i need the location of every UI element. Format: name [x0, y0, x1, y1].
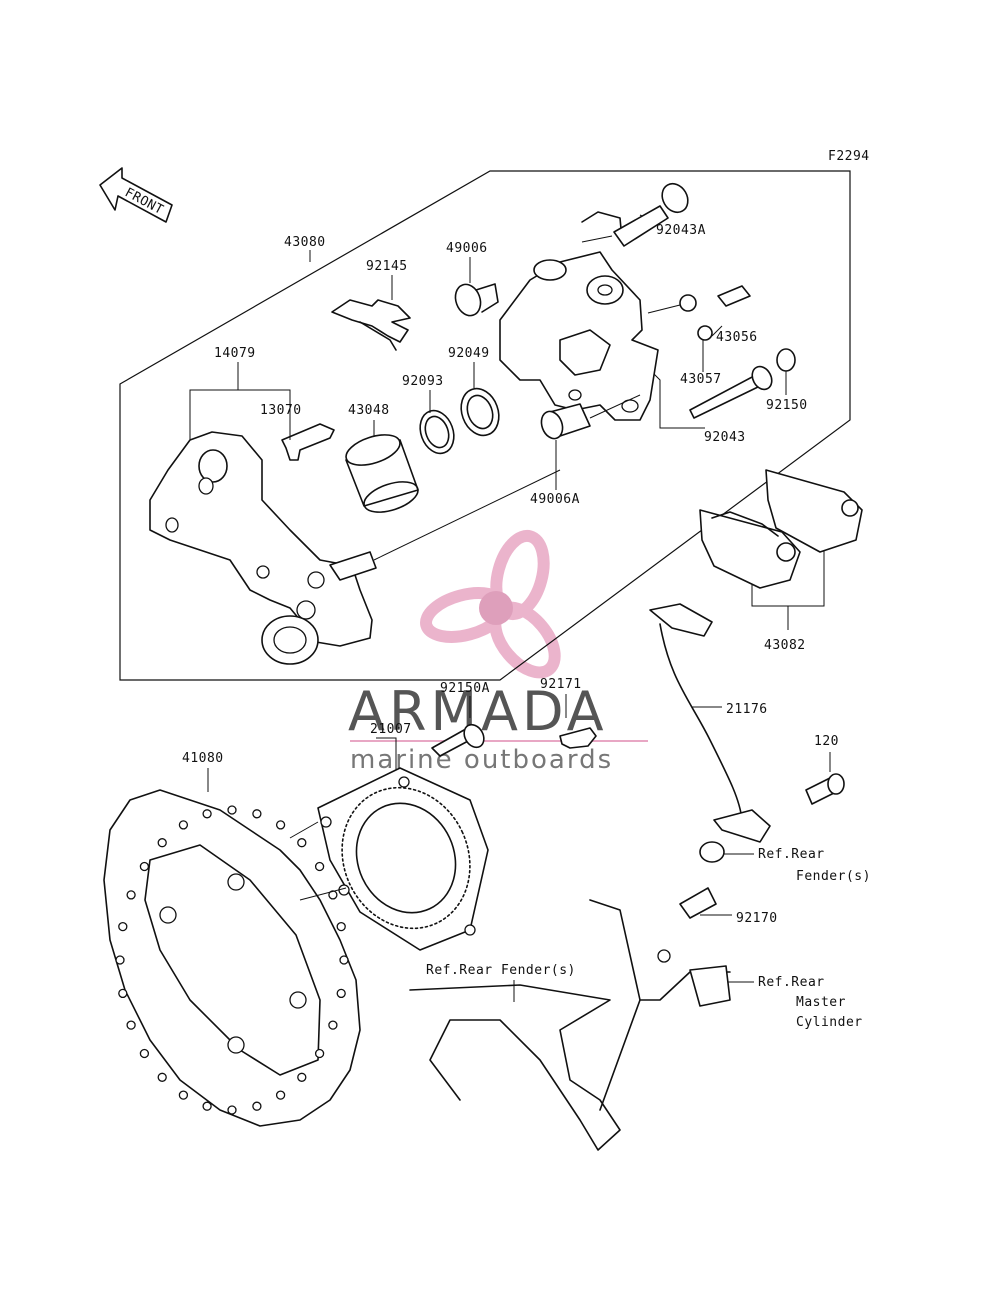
- pad-clip: [281, 423, 335, 461]
- label-92150A: 92150A: [440, 681, 490, 696]
- bolt-92150A: [431, 723, 485, 757]
- ref-master-cyl-label-1: Ref.Rear: [758, 975, 825, 990]
- disc-vent-hole: [139, 1048, 150, 1059]
- label-92145: 92145: [366, 259, 408, 274]
- disc-vent-hole: [202, 1101, 212, 1111]
- label-49006: 49006: [446, 241, 488, 256]
- bolt-120: [805, 773, 845, 805]
- disc-vent-hole: [126, 1020, 136, 1030]
- watermark-logo-icon: [420, 529, 561, 679]
- brake-pads: [699, 469, 863, 589]
- label-92043A: 92043A: [656, 223, 706, 238]
- piston: [345, 434, 419, 513]
- label-43056: 43056: [716, 330, 758, 345]
- disc-vent-hole: [336, 988, 346, 999]
- brake-disc-41080: [103, 789, 361, 1127]
- disc-vent-hole: [115, 955, 125, 965]
- ref-rear-fender-label-2: Fender(s): [796, 869, 871, 884]
- disc-vent-hole: [139, 861, 150, 872]
- bleeder-valve: [647, 285, 751, 341]
- ref-rear-fender-label-1: Ref.Rear: [758, 847, 825, 862]
- label-41080: 41080: [182, 751, 224, 766]
- disc-vent-hole: [126, 890, 136, 900]
- disc-vent-hole: [252, 1101, 262, 1111]
- ref-rear-fender-bottom: Ref.Rear Fender(s): [426, 963, 576, 978]
- caliper-bracket: [149, 431, 561, 665]
- disc-vent-hole: [336, 921, 346, 932]
- ref-master-cyl-label-2: Master: [796, 995, 846, 1010]
- label-49006A: 49006A: [530, 492, 580, 507]
- clamp-92171: [559, 727, 597, 749]
- disc-vent-hole: [157, 1072, 167, 1082]
- cap-92150: [776, 348, 796, 372]
- disc-vent-hole: [275, 820, 286, 830]
- disc-vent-hole: [227, 1105, 237, 1115]
- disc-holes: [115, 805, 349, 1115]
- label-43082: 43082: [764, 638, 806, 653]
- boot-49006: [454, 283, 499, 317]
- disc-vent-hole: [252, 809, 262, 819]
- disc-vent-hole: [227, 805, 237, 815]
- ref-master-cyl-label-3: Cylinder: [796, 1015, 863, 1030]
- fender-bracket: [409, 841, 731, 1151]
- label-92171: 92171: [540, 677, 582, 692]
- figure-id: F2294: [828, 149, 870, 164]
- disc-vent-hole: [328, 890, 338, 900]
- disc-vent-hole: [339, 955, 349, 965]
- piston-seal: [460, 387, 500, 437]
- label-92049: 92049: [448, 346, 490, 361]
- disc-vent-hole: [314, 1048, 325, 1059]
- sensor-rotor-21007: [317, 767, 489, 951]
- disc-vent-hole: [178, 1090, 189, 1100]
- label-21007: 21007: [370, 722, 412, 737]
- label-13070: 13070: [260, 403, 302, 418]
- watermark-tagline: marine outboards: [350, 745, 613, 775]
- label-92170: 92170: [736, 911, 778, 926]
- caliper-body: [499, 211, 659, 421]
- label-120: 120: [814, 734, 839, 749]
- label-43080: 43080: [284, 235, 326, 250]
- disc-vent-hole: [328, 1020, 338, 1030]
- disc-vent-hole: [118, 921, 128, 932]
- disc-vent-hole: [178, 820, 189, 830]
- front-arrow-icon: FRONT: [99, 167, 173, 223]
- pin-92043: [689, 365, 773, 419]
- label-43048: 43048: [348, 403, 390, 418]
- pad-spring-clip: [331, 299, 411, 351]
- label-92150: 92150: [766, 398, 808, 413]
- disc-vent-hole: [202, 809, 212, 819]
- label-21176: 21176: [726, 702, 768, 717]
- label-92093: 92093: [402, 374, 444, 389]
- label-43057: 43057: [680, 372, 722, 387]
- disc-vent-hole: [118, 988, 128, 999]
- dust-seal: [419, 409, 455, 455]
- disc-vent-hole: [275, 1090, 286, 1100]
- disc-vent-hole: [297, 1072, 307, 1082]
- disc-vent-hole: [297, 838, 307, 848]
- label-14079: 14079: [214, 346, 256, 361]
- pin-92043A: [581, 182, 689, 247]
- caliper-assembly-frame: [119, 170, 851, 681]
- disc-vent-hole: [314, 861, 325, 872]
- disc-vent-hole: [157, 838, 167, 848]
- label-92043: 92043: [704, 430, 746, 445]
- wheel-speed-sensor-21176: [649, 603, 771, 843]
- boot-49006A: [540, 394, 641, 440]
